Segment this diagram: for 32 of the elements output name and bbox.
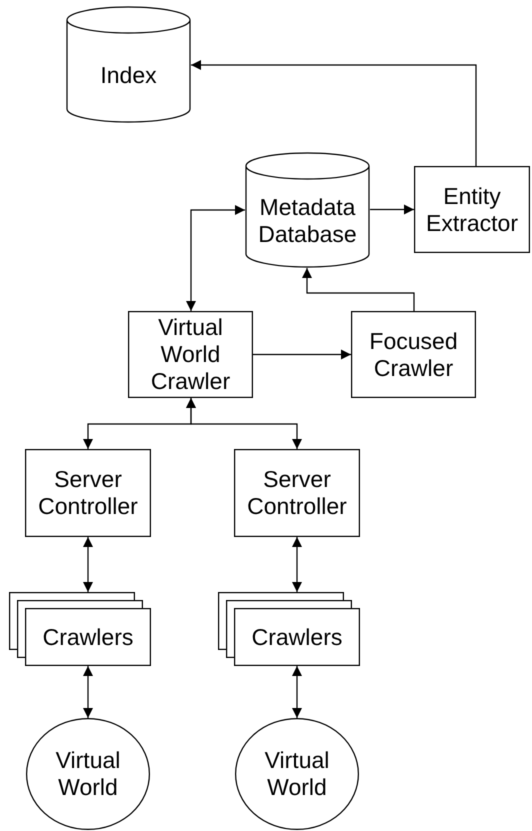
arrow [302,268,415,311]
arrow [292,666,302,718]
arrow [83,666,93,718]
arrow [253,350,351,360]
node-label: Virtual World Crawler [150,314,232,395]
node-label: Metadata Database [257,194,358,248]
node-label: Crawlers [250,624,344,650]
arrow [191,60,477,166]
arrow [186,398,302,449]
process-box [414,166,530,253]
arrow [292,537,302,592]
node-label: Virtual World [54,747,122,801]
process-box [128,311,253,398]
circle-node [26,718,150,830]
circle-node [235,718,359,830]
process-box [25,449,151,537]
node-label: Server Controller [246,466,348,520]
node-label: Index [99,62,158,89]
database-cylinder [245,152,370,268]
node-label: Crawlers [42,624,134,650]
stacked-process-box [218,592,360,666]
process-box [351,311,476,398]
node-label: Focused Crawler [368,328,459,382]
stacked-process-box [9,592,151,666]
node-label: Server Controller [37,466,139,520]
database-cylinder [66,6,191,123]
arrow [186,205,245,311]
arrow [370,204,414,214]
node-label: Virtual World [264,747,330,801]
node-label: Entity Extractor [424,182,520,236]
process-box [234,449,360,537]
arrow [83,537,93,592]
